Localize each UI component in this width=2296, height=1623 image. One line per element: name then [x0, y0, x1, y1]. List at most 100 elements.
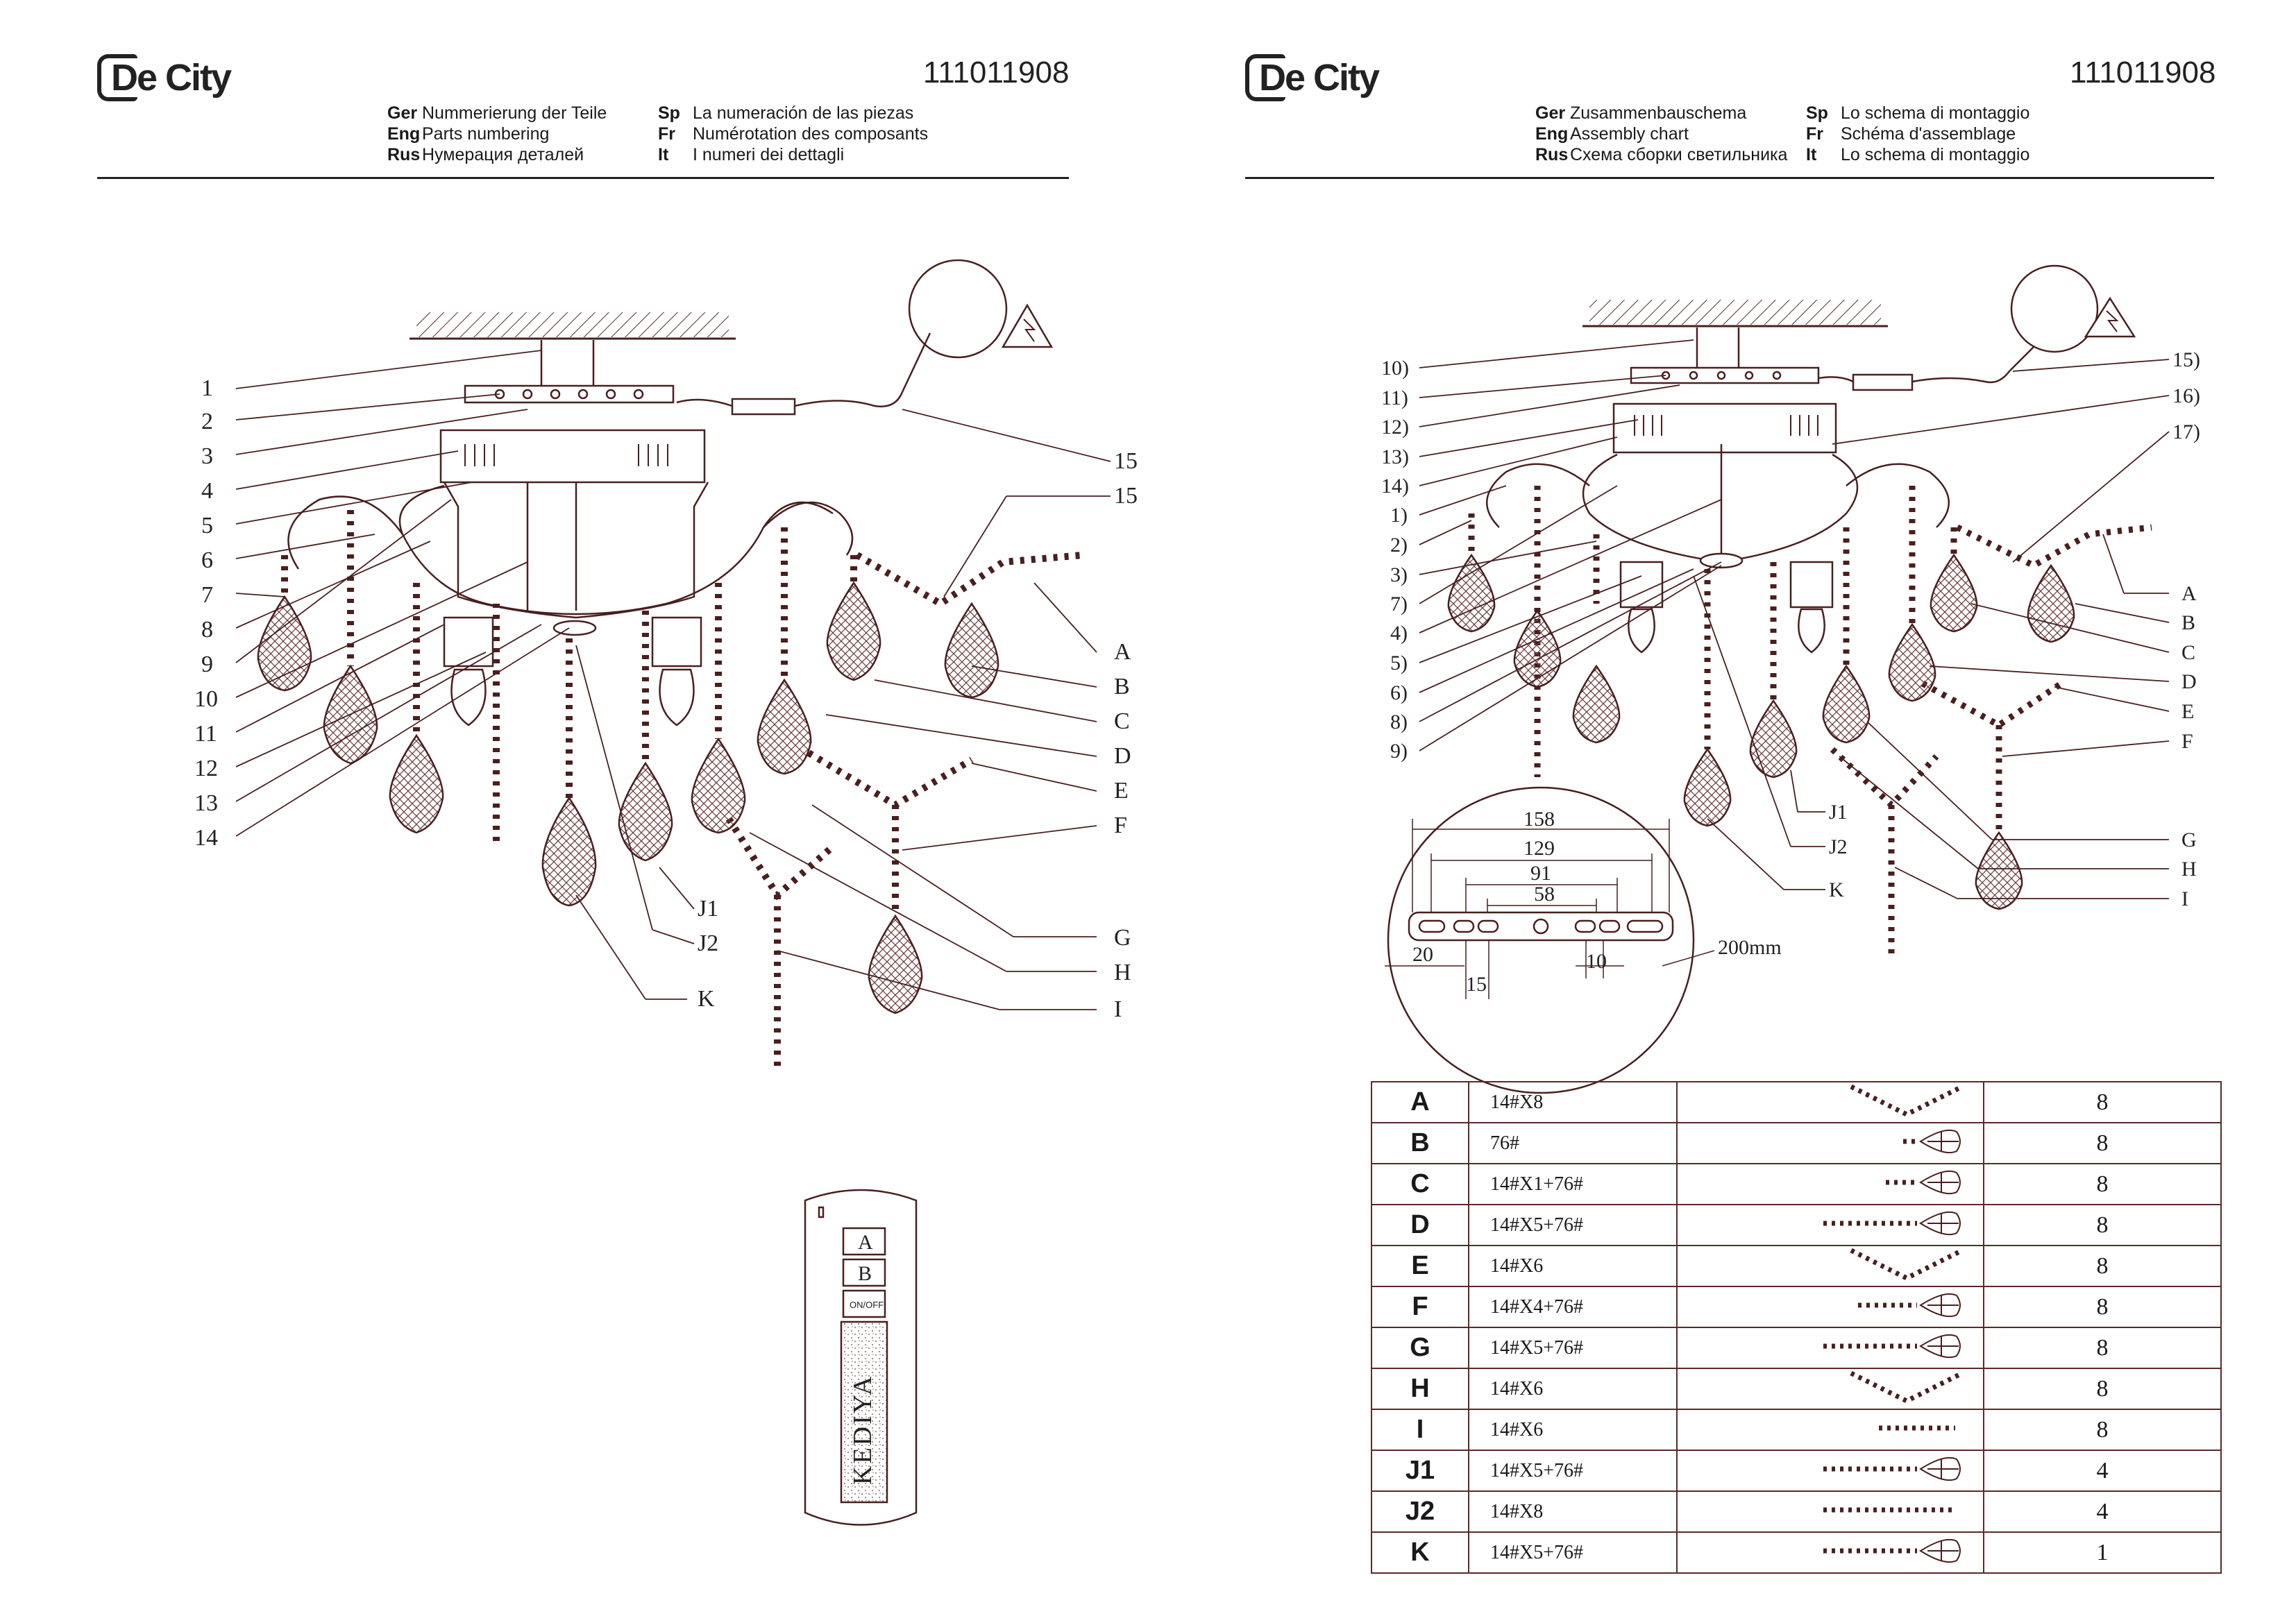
- svg-text:I: I: [1114, 996, 1122, 1022]
- svg-text:20: 20: [1412, 943, 1433, 966]
- left-callout-labels: 1 2 3 4 5 6 7 8 9 10 11 12 13 14 15 15 A…: [194, 375, 1138, 1022]
- part-letter: E: [1371, 1245, 1469, 1287]
- svg-text:C: C: [1114, 708, 1130, 734]
- part-quantity: 8: [1983, 1286, 2222, 1328]
- part-illustration: [1676, 1531, 1984, 1574]
- logo-mark-icon: [97, 54, 137, 101]
- part-quantity: 8: [1983, 1204, 2222, 1246]
- part-quantity: 8: [1983, 1245, 2222, 1287]
- mounting-plate-dimension-detail: [1385, 786, 1715, 1094]
- part-illustration: [1676, 1368, 1984, 1410]
- part-letter: C: [1371, 1163, 1469, 1205]
- drop-long-icon: [1823, 1211, 1961, 1236]
- part-illustration: [1676, 1327, 1984, 1369]
- drop-mid-icon: [1858, 1293, 1961, 1318]
- svg-text:J1: J1: [698, 896, 718, 921]
- part-code: 14#X4+76#: [1468, 1286, 1678, 1328]
- part-letter: K: [1371, 1531, 1469, 1574]
- svg-text:F: F: [2181, 730, 2193, 753]
- svg-text:15: 15: [1466, 973, 1487, 996]
- brand-logo-right: De City: [1245, 54, 1380, 101]
- svg-text:15: 15: [1114, 483, 1138, 509]
- svg-text:2): 2): [1390, 534, 1408, 556]
- svg-text:3): 3): [1390, 563, 1408, 586]
- part-quantity: 4: [1983, 1490, 2222, 1533]
- svg-text:12): 12): [1381, 416, 1409, 439]
- svg-text:91: 91: [1530, 862, 1551, 885]
- part-code: 14#X6: [1468, 1409, 1678, 1451]
- svg-text:B: B: [1114, 674, 1130, 699]
- svg-text:J1: J1: [1829, 801, 1848, 824]
- svg-text:6: 6: [201, 547, 213, 573]
- svg-text:D: D: [2181, 670, 2197, 693]
- logo-text: De City: [1259, 57, 1380, 99]
- part-code: 76#: [1468, 1122, 1678, 1164]
- part-quantity: 8: [1983, 1327, 2222, 1369]
- part-illustration: [1676, 1490, 1984, 1533]
- svg-text:G: G: [2181, 829, 2197, 851]
- svg-text:11: 11: [194, 721, 217, 747]
- v-chain-icon: [1850, 1248, 1964, 1281]
- part-code: 14#X5+76#: [1468, 1531, 1678, 1574]
- svg-text:1): 1): [1390, 504, 1408, 527]
- part-code: 14#X5+76#: [1468, 1327, 1678, 1369]
- svg-text:5): 5): [1390, 652, 1408, 674]
- right-crystal-drops: [1447, 486, 2152, 958]
- svg-text:13: 13: [194, 790, 218, 816]
- svg-text:K: K: [698, 986, 715, 1012]
- right-leader-lines: [1419, 339, 2170, 899]
- remote-button-b: B: [858, 1262, 872, 1285]
- part-code: 14#X8: [1468, 1490, 1678, 1533]
- v-chain-icon: [1850, 1084, 1964, 1117]
- remote-button-onoff: ON/OFF: [850, 1300, 884, 1310]
- chain-icon: [1879, 1425, 1955, 1431]
- part-letter: A: [1371, 1081, 1469, 1123]
- drop-long-icon: [1823, 1538, 1961, 1563]
- part-letter: J2: [1371, 1490, 1469, 1533]
- svg-text:4: 4: [201, 478, 213, 504]
- svg-text:5: 5: [201, 513, 213, 538]
- svg-text:11): 11): [1381, 386, 1408, 409]
- drop-short-icon: [1886, 1170, 1961, 1195]
- svg-text:J2: J2: [698, 931, 718, 956]
- svg-text:C: C: [2181, 641, 2195, 664]
- svg-text:129: 129: [1523, 837, 1555, 860]
- svg-text:200mm: 200mm: [1718, 936, 1782, 959]
- svg-text:9: 9: [201, 652, 213, 677]
- remote-control: [804, 1189, 918, 1526]
- svg-text:15): 15): [2172, 348, 2200, 371]
- part-illustration: [1676, 1163, 1984, 1205]
- part-quantity: 8: [1983, 1368, 2222, 1410]
- svg-text:10): 10): [1381, 357, 1409, 380]
- svg-text:4): 4): [1390, 622, 1408, 645]
- part-illustration: [1676, 1450, 1984, 1492]
- svg-text:6): 6): [1390, 681, 1408, 704]
- svg-text:15: 15: [1114, 448, 1138, 474]
- header-rule: [97, 177, 1069, 179]
- svg-text:2: 2: [201, 409, 213, 434]
- part-code: 14#X6: [1468, 1368, 1678, 1410]
- svg-text:10: 10: [194, 686, 218, 712]
- svg-text:158: 158: [1523, 808, 1555, 831]
- svg-text:9): 9): [1390, 740, 1408, 763]
- drop-long-icon: [1823, 1456, 1961, 1481]
- left-leader-lines: [235, 350, 1111, 1010]
- part-letter: J1: [1371, 1450, 1469, 1492]
- part-letter: G: [1371, 1327, 1469, 1369]
- logo-text: De City: [111, 57, 232, 99]
- svg-text:8: 8: [201, 617, 213, 643]
- svg-text:D: D: [1114, 743, 1131, 769]
- part-quantity: 1: [1983, 1531, 2222, 1574]
- part-letter: H: [1371, 1368, 1469, 1410]
- v-chain-icon: [1850, 1370, 1964, 1404]
- svg-text:H: H: [2181, 858, 2197, 881]
- logo-mark-icon: [1245, 54, 1285, 101]
